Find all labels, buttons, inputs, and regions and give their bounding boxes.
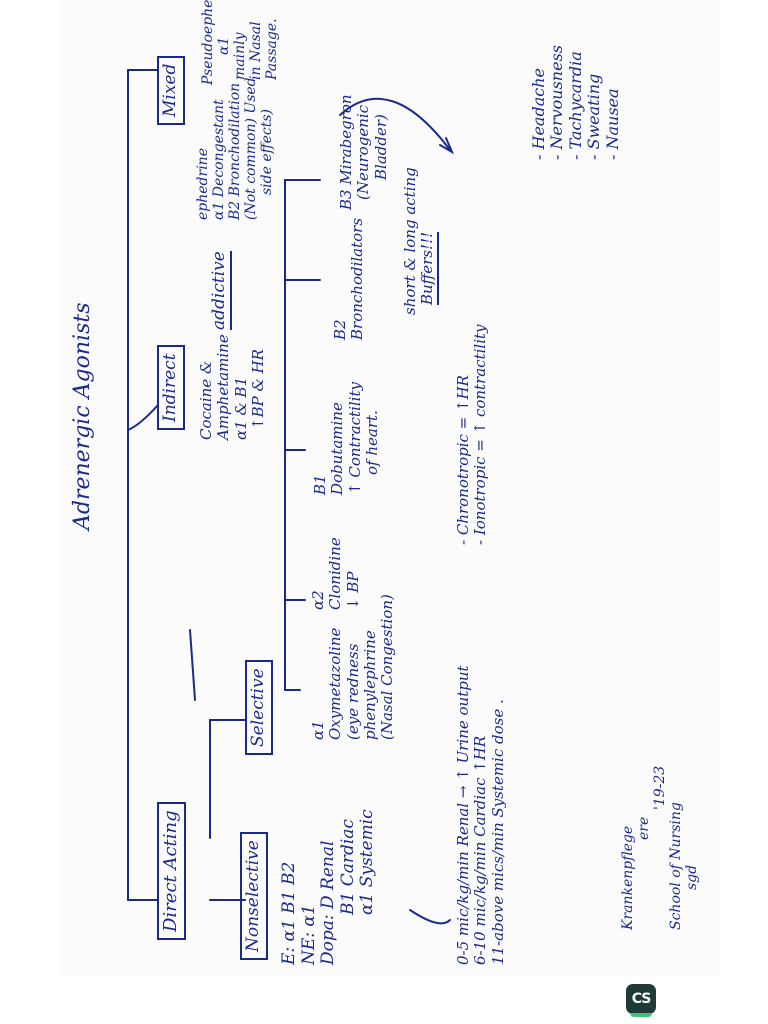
chronotropic-note: - Chronotropic = ↑HR — [454, 375, 472, 545]
alpha1-note-1: (eye redness — [343, 643, 362, 740]
ephedrine-lines: ephedrine α1 Decongestant B2 Bronchodila… — [195, 77, 275, 220]
camscanner-badge[interactable]: CS — [626, 984, 656, 1017]
beta1-drug: Dobutamine — [328, 402, 347, 495]
line-a1: α1 Systemic — [357, 809, 378, 915]
indirect-line-2: Amphetamine — [214, 334, 233, 440]
ionotropic-note: - Ionotropic = ↑ contractility — [471, 324, 490, 545]
signature-line-4: School of Nursing — [668, 802, 685, 930]
side-effect-2: - Nervousness — [547, 45, 567, 160]
dose-line-3: 11-above mics/min Systemic dose . — [488, 699, 507, 965]
beta3-note-2: Bladder) — [371, 114, 390, 180]
indirect-line-1: Cocaine & — [197, 360, 215, 440]
ephedrine-use-1: α1 Decongestant — [211, 99, 228, 220]
beta1-label: B1 — [311, 474, 329, 495]
line-dopa: Dopa: D Renal — [318, 840, 339, 965]
beta2-note-1: short & long acting — [401, 167, 419, 315]
beta1-effect-2: of heart. — [362, 410, 381, 475]
alpha1-label: α1 — [309, 720, 327, 740]
line-b1: B1 Cardiac — [337, 819, 358, 915]
line-ne: NE: α1 — [298, 904, 319, 965]
dose-line-2: 6-10 mic/kg/min Cardiac ↑HR — [471, 735, 490, 965]
ephedrine-use-2: B2 Bronchodilation — [227, 82, 244, 220]
alpha1-drug-1: Oxymetazoline — [326, 627, 345, 740]
alpha2-group: α2 Clonidine ↓ BP — [309, 537, 362, 610]
ephedrine-note-1: (Not common) Used — [243, 77, 260, 220]
beta2-drug: Bronchodilators — [348, 217, 367, 340]
direct-acting-node: Direct Acting — [157, 802, 186, 940]
signature-block: Krankenpflege ere '19-23 School of Nursi… — [620, 766, 700, 930]
beta1-group: B1 Dobutamine ↑ Contractility of heart. — [311, 382, 381, 495]
beta3-note-1: (Neurogenic — [354, 104, 373, 200]
pseudo-note-2: in Nasal — [248, 21, 265, 80]
pseudo-note-1: mainly — [232, 32, 249, 80]
signature-line-3: '19-23 — [652, 765, 669, 810]
side-effect-4: - Sweating — [584, 73, 604, 160]
indirect-node: Indirect — [157, 345, 185, 430]
beta2-group: B2 Bronchodilators — [331, 217, 367, 340]
signature-line-5: sgd — [684, 864, 701, 890]
beta3-label: B3 Mirabegron — [337, 94, 355, 210]
selective-node: Selective — [245, 660, 273, 755]
dose-line-1: 0-5 mic/kg/min Renal → ↑ Urine output — [454, 665, 472, 965]
indirect-line-4: ↑BP & HR — [248, 349, 267, 430]
beta1-notes: - Chronotropic = ↑HR - Ionotropic = ↑ co… — [454, 324, 490, 545]
addictive-note: addictive — [209, 251, 232, 330]
pseudo-receptor: α1 — [216, 36, 233, 55]
beta1-effect: ↑ Contractility — [345, 382, 364, 495]
diagram-title: Adrenergic Agonists — [70, 302, 95, 531]
alpha2-drug: Clonidine — [326, 537, 345, 610]
pseudoephedrine-lines: Pseudoephedrine α1 mainly in Nasal Passa… — [200, 0, 280, 85]
indirect-lines: Cocaine & Amphetamine α1 & B1 ↑BP & HR — [197, 334, 267, 440]
line-e: E: α1 B1 B2 — [279, 861, 299, 965]
side-effects-list: - Headache - Nervousness - Tachycardia -… — [529, 45, 622, 160]
ephedrine-drug: ephedrine — [195, 148, 211, 220]
paper-sheet — [60, 0, 720, 975]
beta2-note-2: Buffers!!! — [418, 231, 439, 305]
pseudo-drug: Pseudoephedrine — [200, 0, 216, 85]
dose-notes: 0-5 mic/kg/min Renal → ↑ Urine output 6-… — [454, 665, 507, 965]
signature-line-1: Krankenpflege — [620, 825, 636, 930]
signature-line-2: ere — [636, 816, 653, 840]
side-effect-5: - Nausea — [602, 88, 622, 160]
nonselective-node: Nonselective — [240, 832, 268, 960]
alpha1-drug-2: phenylephrine — [360, 630, 379, 740]
mixed-node: Mixed — [157, 55, 185, 125]
alpha2-effect: ↓ BP — [343, 571, 362, 610]
ephedrine-note-2: side effects) — [259, 109, 276, 195]
beta3-group: B3 Mirabegron (Neurogenic Bladder) — [337, 94, 390, 210]
side-effect-3: - Tachycardia — [565, 51, 585, 160]
indirect-line-3: α1 & B1 — [231, 376, 250, 440]
alpha1-group: α1 Oxymetazoline (eye redness phenylephr… — [309, 594, 396, 740]
alpha1-note-2: (Nasal Congestion) — [378, 594, 396, 740]
alpha2-label: α2 — [309, 590, 327, 610]
pseudo-note-3: Passage. — [264, 18, 281, 80]
beta2-label: B2 — [331, 319, 349, 340]
beta2-notes: short & long acting Buffers!!! — [401, 167, 439, 315]
side-effect-1: - Headache — [529, 68, 548, 160]
nonselective-lines: E: α1 B1 B2 NE: α1 Dopa: D Renal B1 Card… — [279, 809, 378, 965]
